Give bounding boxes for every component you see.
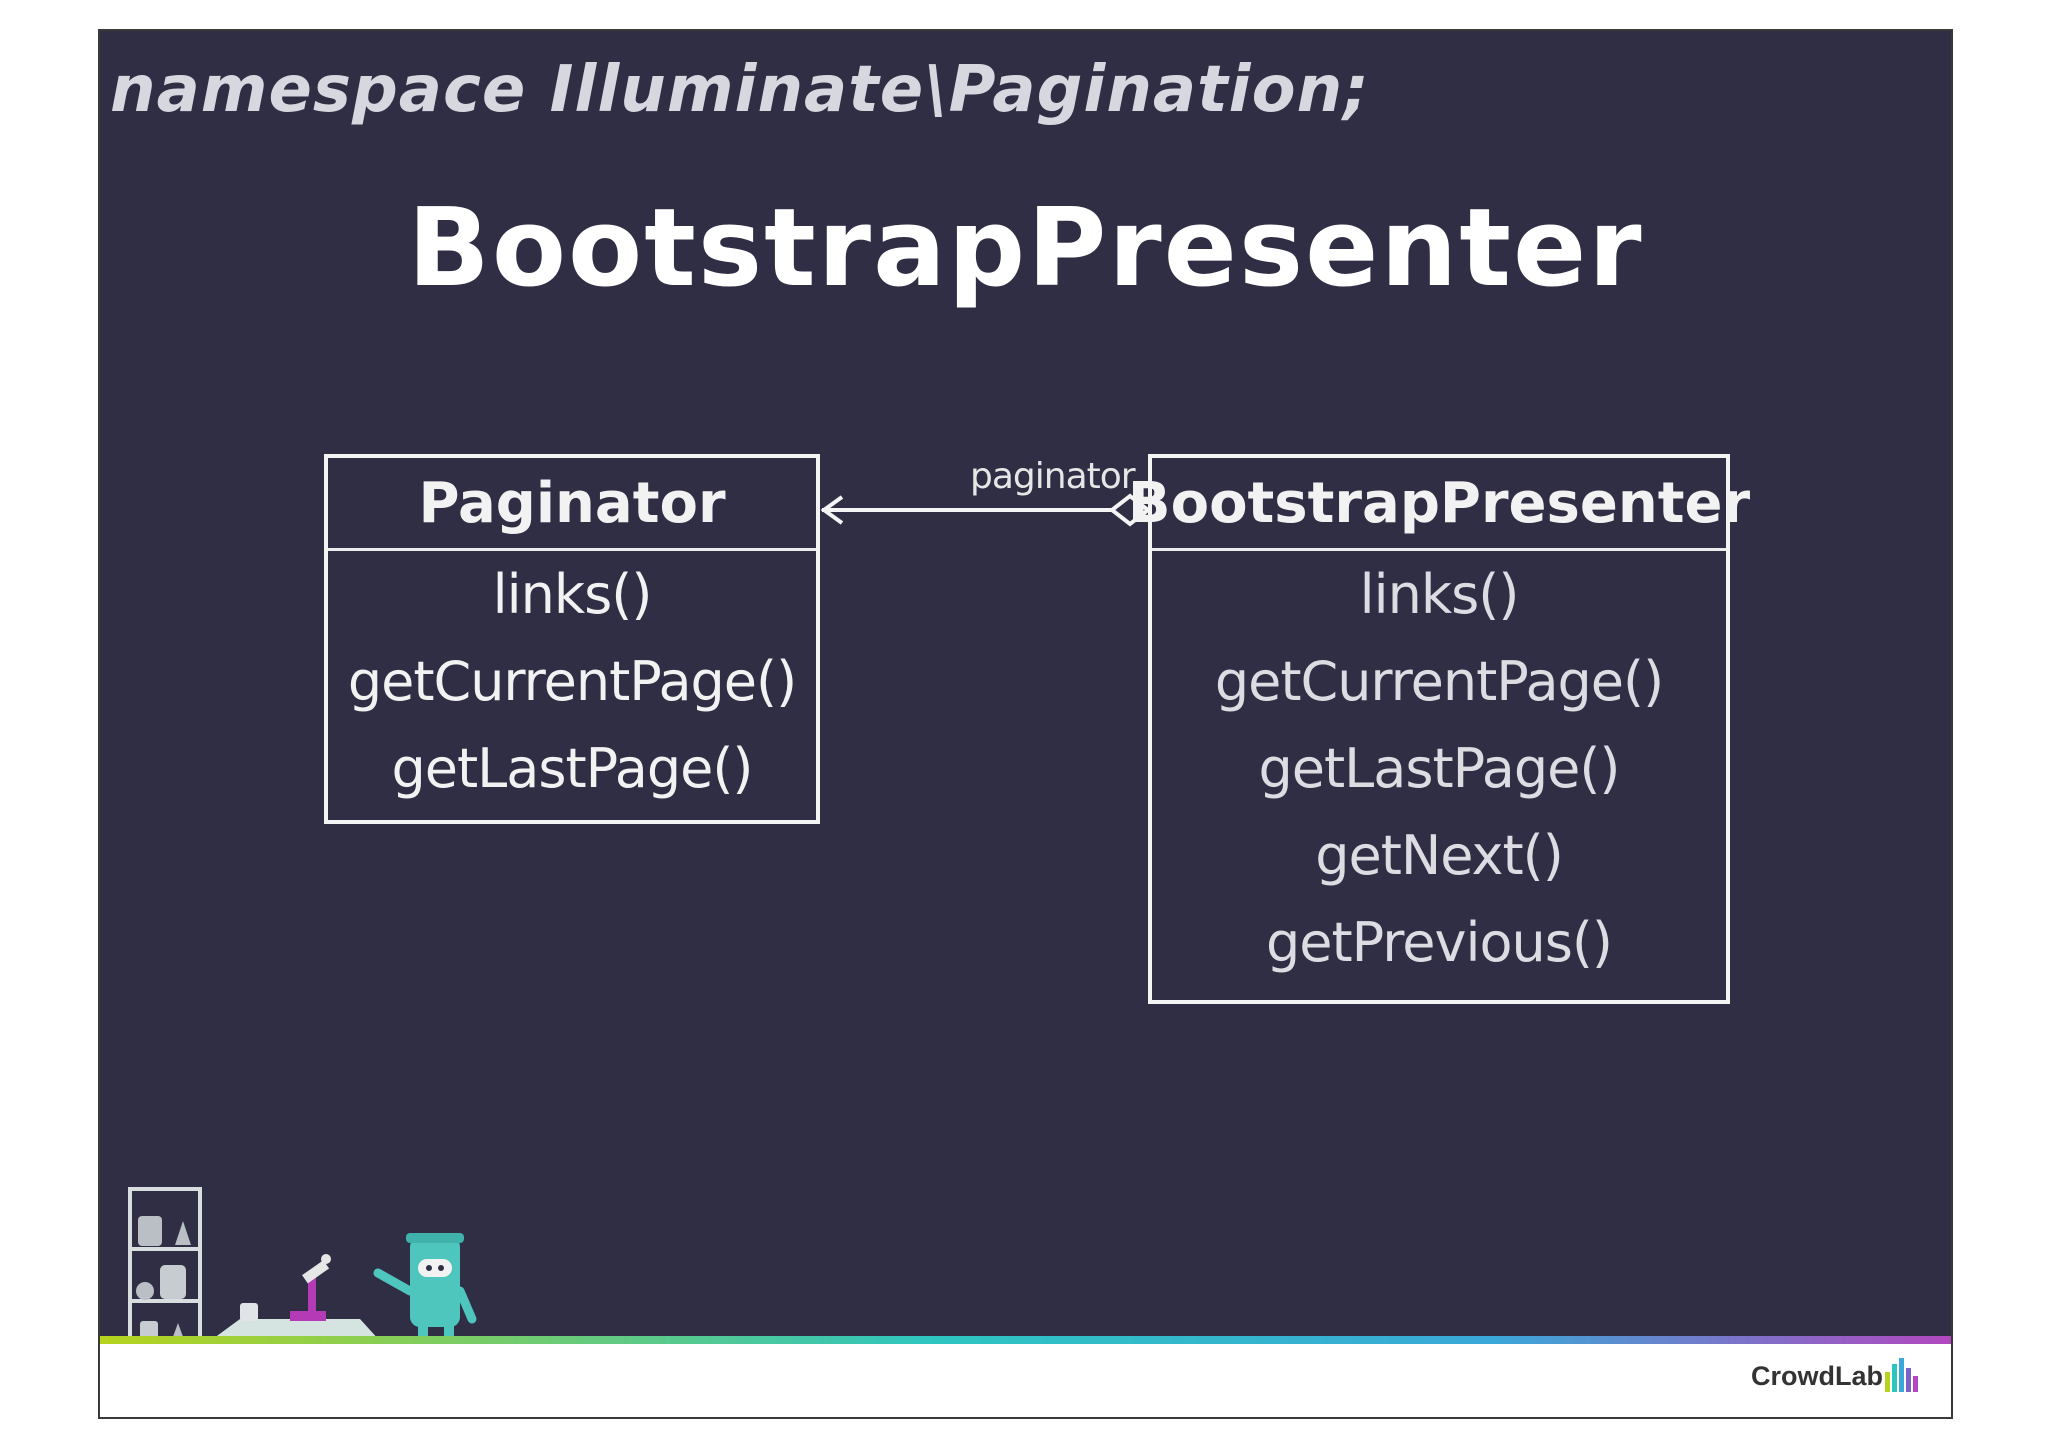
method-list-bootstrap-presenter: links() getCurrentPage() getLastPage() g… bbox=[1152, 551, 1726, 986]
method-item: links() bbox=[1359, 563, 1520, 626]
logo-bars-icon bbox=[1885, 1358, 1918, 1392]
class-name-bootstrap-presenter: BootstrapPresenter bbox=[1128, 458, 1750, 551]
robot-icon bbox=[373, 1233, 477, 1349]
slide-title: BootstrapPresenter bbox=[407, 186, 1644, 311]
footer: CrowdLab bbox=[100, 1336, 1951, 1417]
slide: namespace Illuminate\Pagination; Bootstr… bbox=[98, 29, 1953, 1419]
class-name-paginator: Paginator bbox=[328, 458, 816, 551]
method-item: getCurrentPage() bbox=[1214, 650, 1664, 713]
association-label: paginator bbox=[970, 456, 1136, 497]
method-item: getLastPage() bbox=[1258, 737, 1620, 800]
crowdlab-logo: CrowdLab bbox=[1751, 1358, 1923, 1394]
class-box-paginator: Paginator links() getCurrentPage() getLa… bbox=[324, 454, 820, 824]
method-item: links() bbox=[492, 563, 653, 626]
method-item: getNext() bbox=[1315, 824, 1564, 887]
chalkboard: namespace Illuminate\Pagination; Bootstr… bbox=[100, 31, 1951, 1355]
method-list-paginator: links() getCurrentPage() getLastPage() bbox=[328, 551, 816, 812]
logo-text: CrowdLab bbox=[1751, 1360, 1883, 1391]
arrowhead-icon bbox=[820, 495, 844, 525]
method-item: getPrevious() bbox=[1265, 911, 1613, 974]
class-box-bootstrap-presenter: BootstrapPresenter links() getCurrentPag… bbox=[1128, 454, 1750, 1004]
method-item: getLastPage() bbox=[391, 737, 753, 800]
lab-shelf-icon bbox=[128, 1187, 202, 1351]
namespace-text: namespace Illuminate\Pagination; bbox=[110, 53, 1370, 127]
footer-stripe bbox=[100, 1336, 1951, 1344]
microscope-icon bbox=[290, 1254, 331, 1321]
lab-illustration bbox=[128, 1187, 477, 1355]
method-item: getCurrentPage() bbox=[347, 650, 797, 713]
